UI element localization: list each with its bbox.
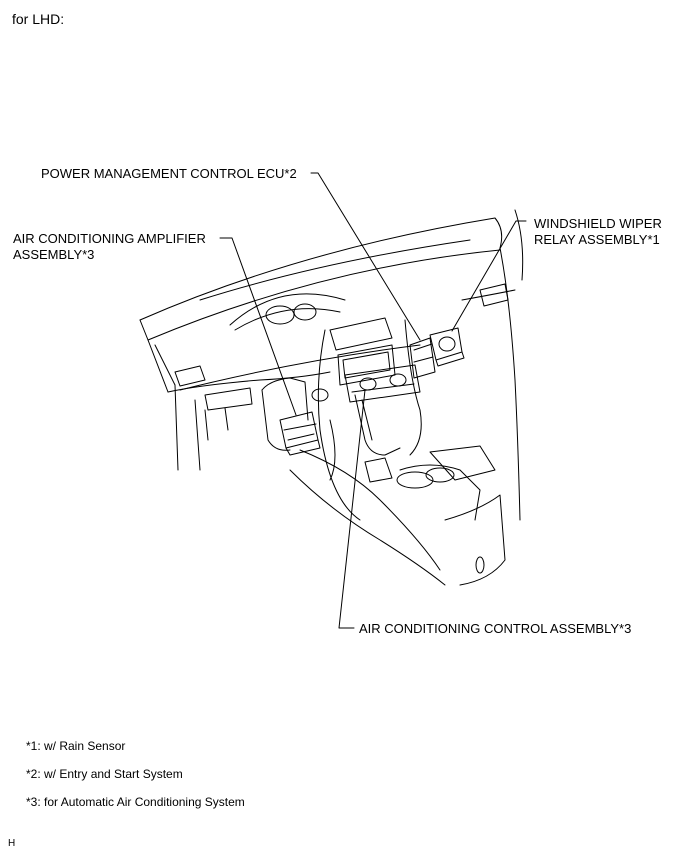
instrument-cluster [229, 293, 396, 386]
ac-control-panel [344, 364, 421, 403]
page-title: for LHD: [12, 11, 65, 27]
leader-ac-control [338, 389, 366, 629]
center-console [289, 319, 506, 586]
leader-power-ecu [310, 172, 421, 341]
dashboard-outline [139, 209, 524, 521]
footnote-3: *3: for Automatic Air Conditioning Syste… [26, 795, 245, 809]
callout-wiper-relay-line2: RELAY ASSEMBLY*1 [534, 232, 660, 247]
wiper-relay-component [429, 327, 465, 367]
callout-ac-control-assembly: AIR CONDITIONING CONTROL ASSEMBLY*3 [359, 621, 632, 636]
leader-wiper-relay [451, 220, 527, 332]
callout-power-management-ecu: POWER MANAGEMENT CONTROL ECU*2 [41, 166, 297, 181]
figure-code: H [8, 838, 16, 849]
callout-ac-amplifier-line2: ASSEMBLY*3 [13, 247, 95, 262]
power-ecu-component [409, 337, 436, 379]
callout-wiper-relay-line1: WINDSHIELD WIPER [534, 216, 662, 231]
leader-ac-amplifier [219, 237, 297, 416]
callout-ac-amplifier: AIR CONDITIONING AMPLIFIER ASSEMBLY*3 [13, 231, 206, 263]
footnote-1: *1: w/ Rain Sensor [26, 739, 126, 753]
callout-ac-amplifier-line1: AIR CONDITIONING AMPLIFIER [13, 231, 206, 246]
leader-lines [219, 172, 527, 629]
callout-wiper-relay: WINDSHIELD WIPER RELAY ASSEMBLY*1 [534, 216, 662, 248]
footnote-2: *2: w/ Entry and Start System [26, 767, 183, 781]
ac-amplifier-component [279, 411, 321, 456]
